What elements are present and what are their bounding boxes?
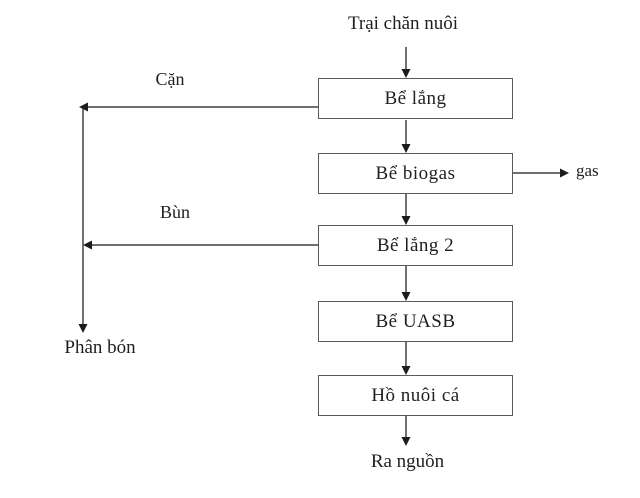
label-gas: gas (576, 161, 599, 180)
label-phan-bon: Phân bón (64, 337, 136, 358)
arrowhead-into-phanbon (78, 324, 88, 333)
label-can: Cặn (155, 69, 185, 89)
node-ho-nuoi-ca: Hồ nuôi cá (318, 375, 513, 416)
label-bun: Bùn (159, 202, 190, 222)
arrowhead-left-bun (83, 240, 92, 250)
arrowhead-into-ranguon (401, 437, 411, 446)
arrowhead-into-uasb (401, 292, 411, 301)
arrowhead-into-belang2 (401, 216, 411, 225)
node-be-uasb: Bể UASB (318, 301, 513, 342)
node-be-lang-2: Bể lắng 2 (318, 225, 513, 266)
label-ra-nguon: Ra nguồn (370, 451, 445, 472)
arrowhead-into-gas (560, 168, 569, 178)
arrowhead-into-belang (401, 69, 411, 78)
node-be-biogas: Bể biogas (318, 153, 513, 194)
arrowhead-into-biogas (401, 144, 411, 153)
arrowhead-left-can (79, 102, 88, 112)
arrowhead-into-honuoica (401, 366, 411, 375)
label-trai-chan-nuoi: Trại chăn nuôi (347, 13, 459, 34)
node-be-lang: Bể lắng (318, 78, 513, 119)
